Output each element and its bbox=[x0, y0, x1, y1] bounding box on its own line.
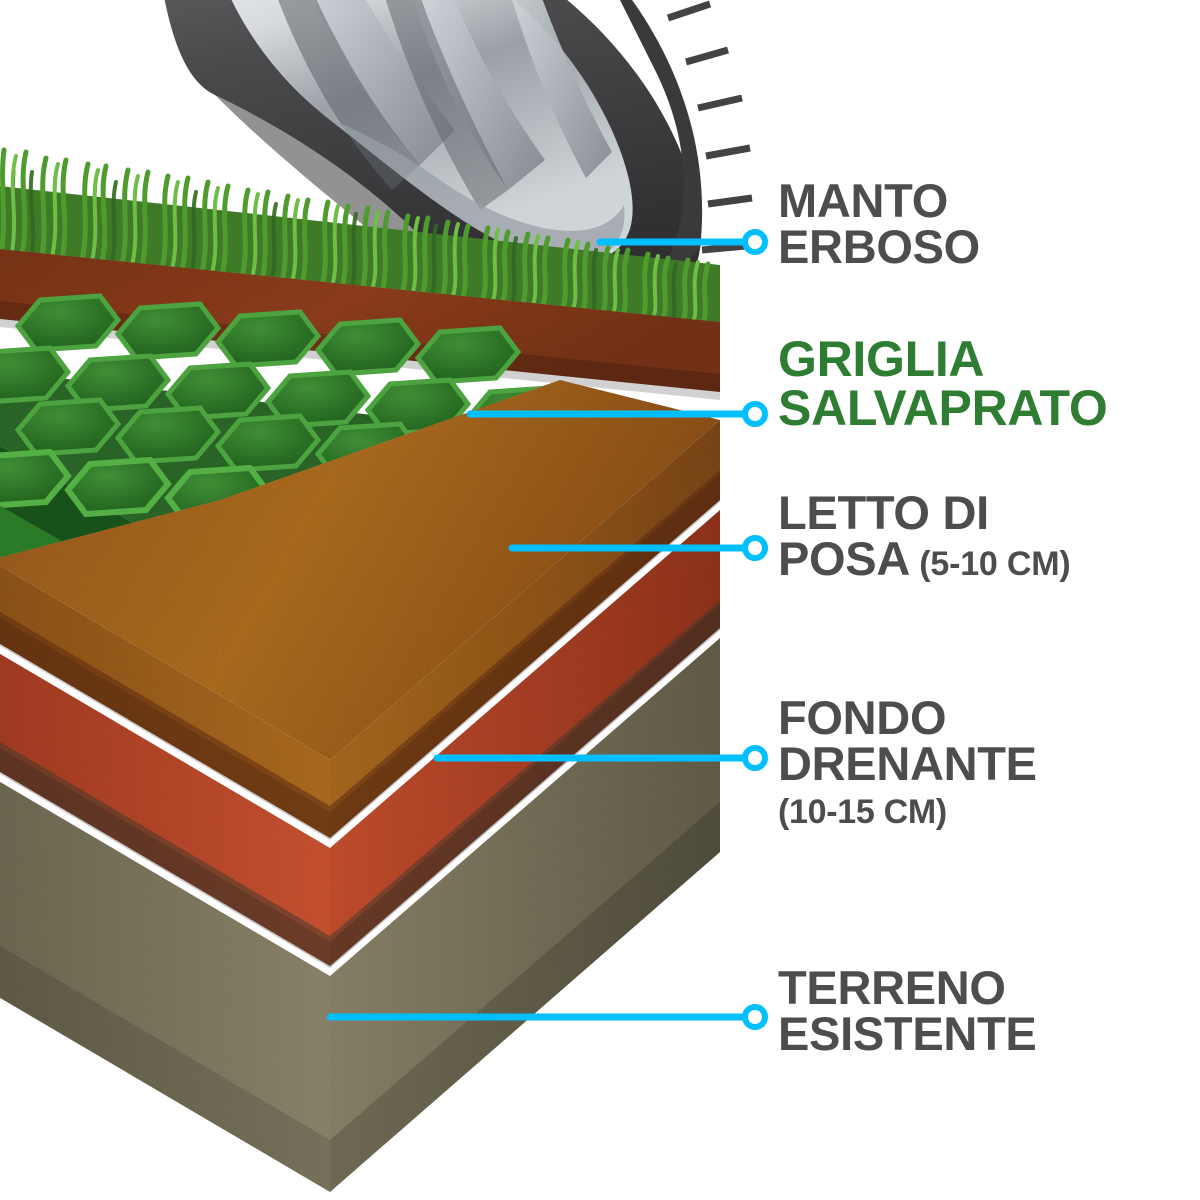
tire-tread bbox=[666, 0, 753, 254]
callout-label-terreno-esistente: TERRENO ESISTENTE bbox=[778, 961, 1037, 1060]
callout-dimension-letto bbox=[910, 545, 919, 583]
car-tire bbox=[164, 0, 753, 300]
callout-label-fondo-drenante: FONDO DRENANTE (10-15 CM) bbox=[778, 691, 1037, 832]
callout-text-griglia-line2: SALVAPRATO bbox=[778, 379, 1108, 436]
callout-text-terreno-line1: TERRENO bbox=[778, 961, 1006, 1014]
subgrade-layer bbox=[0, 600, 720, 1192]
callout-text-terreno-line2: ESISTENTE bbox=[778, 1006, 1037, 1060]
callout-text-letto-word: POSA bbox=[778, 531, 910, 585]
cross-section-svg bbox=[0, 0, 753, 1192]
alloy-wheel-rim bbox=[231, 0, 633, 262]
callout-text-letto-line2: POSA (5-10 CM) bbox=[778, 535, 1071, 583]
callout-text-griglia-line1: GRIGLIA bbox=[778, 331, 985, 387]
callout-label-manto-erboso: MANTO ERBOSO bbox=[778, 174, 980, 273]
grass-layer bbox=[0, 147, 720, 330]
callout-text-manto-line1: MANTO bbox=[778, 174, 948, 227]
layer-stack-illustration bbox=[0, 0, 753, 1192]
callout-label-letto-di-posa: LETTO DI POSA (5-10 CM) bbox=[778, 486, 1071, 583]
callout-dimension-fondo: (10-15 CM) bbox=[778, 793, 947, 832]
callout-label-griglia-salvaprato: GRIGLIA SALVAPRATO bbox=[778, 331, 1108, 436]
callout-text-letto-line1: LETTO DI bbox=[778, 486, 989, 539]
callout-text-fondo-line2: DRENANTE bbox=[778, 736, 1037, 790]
callout-text-manto-line2: ERBOSO bbox=[778, 219, 980, 273]
callout-dimension-letto-value: (5-10 CM) bbox=[919, 544, 1071, 583]
callout-text-fondo-line1: FONDO bbox=[778, 691, 947, 744]
callout-labels: MANTO ERBOSO GRIGLIA SALVAPRATO LETTO DI… bbox=[770, 0, 1200, 1200]
